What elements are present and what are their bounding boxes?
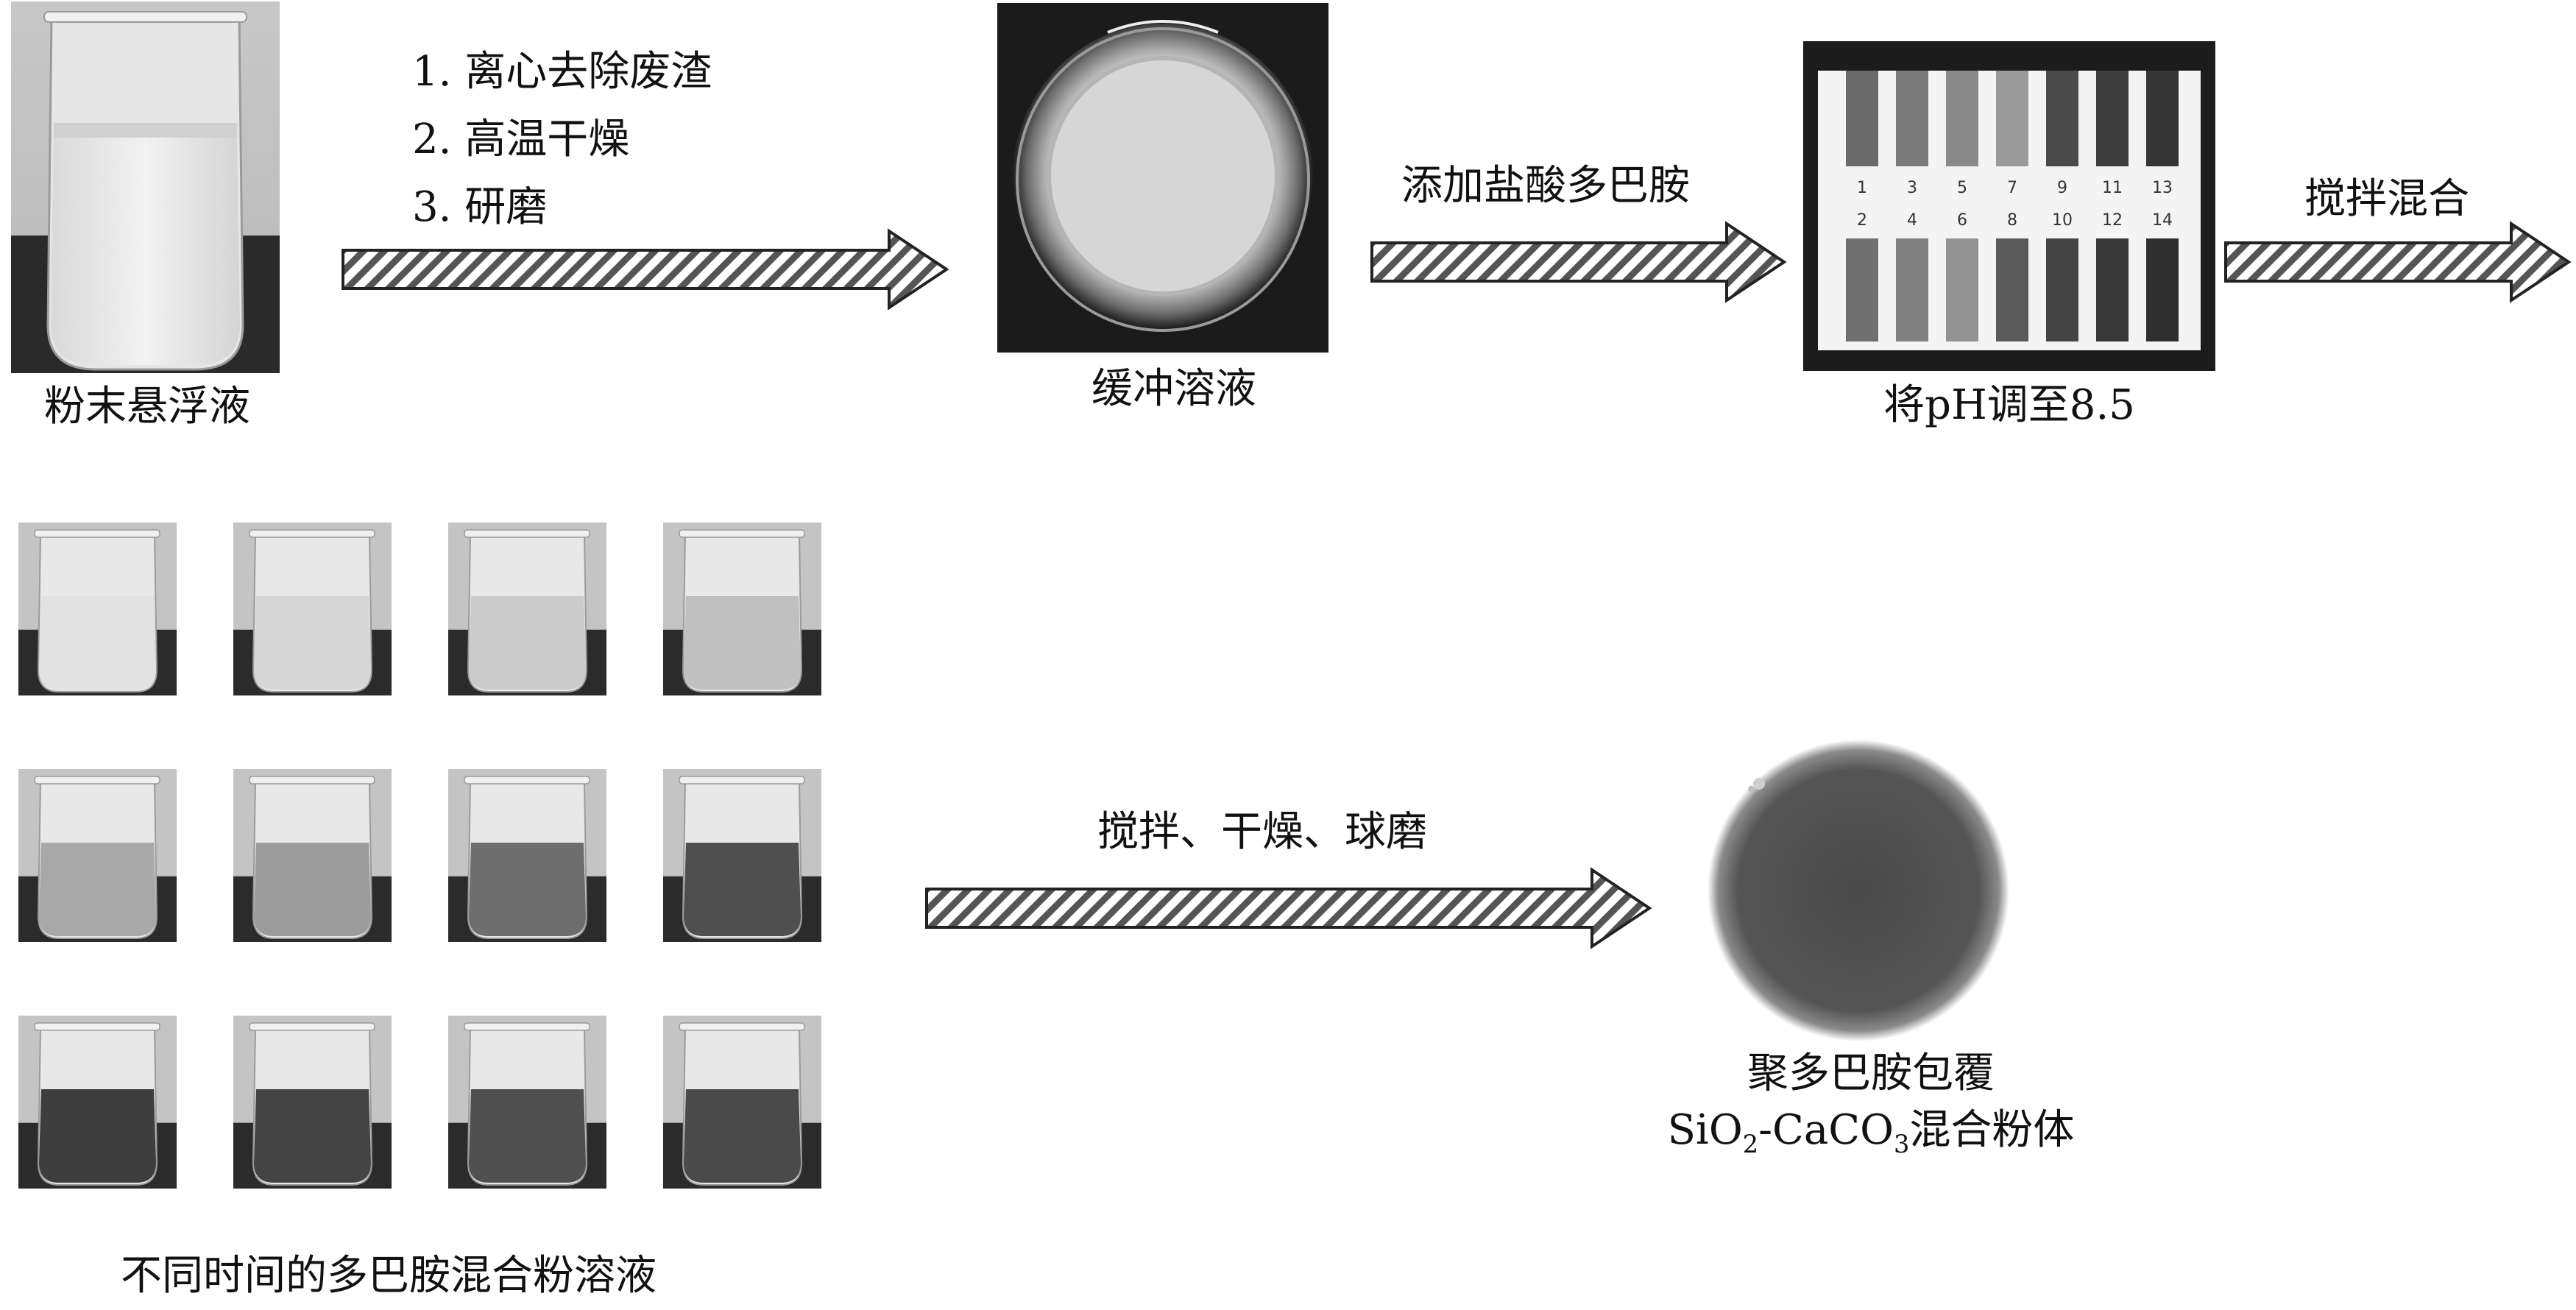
formula-caco: -CaCO: [1758, 1106, 1894, 1154]
beaker-photo: [233, 769, 392, 942]
product-label-line1: 聚多巴胺包覆: [1747, 1049, 1995, 1097]
ph-strip-bottom: [2046, 238, 2078, 341]
step-item: 2. 高温干燥: [412, 116, 630, 163]
ph-adjust-label: 将pH调至8.5: [1883, 381, 2135, 429]
ph-strip-number: 12: [2102, 211, 2123, 230]
beaker-photo: [233, 523, 392, 695]
ph-strip-top: [1846, 71, 1878, 166]
formula-sio: SiO: [1667, 1106, 1743, 1154]
buffer-dish-photo: [997, 3, 1328, 353]
ph-strip-number: 8: [2007, 211, 2017, 230]
ph-strip-top: [1996, 71, 2028, 166]
ph-strip-top: [1946, 71, 1978, 166]
ph-strip-number: 1: [1857, 179, 1867, 197]
stir-mix-label: 搅拌混合: [2304, 175, 2469, 223]
product-formula-label: SiO2-CaCO3混合粉体: [1668, 1108, 2075, 1158]
ph-strip-number: 13: [2152, 179, 2173, 197]
formula-sub-2: 2: [1742, 1129, 1759, 1158]
arrow-add-dopamine: [1370, 221, 1787, 303]
arrow-stir-dry-mill: [925, 867, 1652, 949]
ph-strip-number: 5: [1957, 179, 1967, 197]
ph-strip-number: 6: [1957, 211, 1967, 230]
ph-strip-number: 4: [1907, 211, 1917, 230]
beaker-photo: [663, 769, 821, 942]
ph-strip-bottom: [1846, 238, 1878, 341]
ph-strip-number: 2: [1857, 211, 1867, 230]
ph-strip-number: 10: [2052, 211, 2073, 230]
beaker-photo: [448, 1016, 606, 1189]
beaker-photo: [18, 523, 177, 695]
formula-rest: 混合粉体: [1909, 1106, 2075, 1154]
beaker-photo: [233, 1016, 392, 1189]
ph-strip-bottom: [1996, 238, 2028, 341]
beaker-photo: [448, 523, 606, 695]
ph-strip-bottom: [2146, 238, 2179, 341]
time-series-beakers-grid: [18, 523, 821, 1189]
beaker-photo: [448, 769, 606, 942]
add-dopamine-label: 添加盐酸多巴胺: [1401, 162, 1690, 210]
beaker-photo: [18, 1016, 177, 1189]
beaker-photo: [18, 769, 177, 942]
ph-strip-top: [2096, 71, 2129, 166]
ph-strip-number: 11: [2102, 179, 2123, 197]
ph-strip-number: 3: [1907, 179, 1917, 197]
arrow-stir-mix: [2224, 221, 2572, 303]
step-item: 1. 离心去除废渣: [412, 48, 712, 96]
process-steps-list: 1. 离心去除废渣 2. 高温干燥 3. 研磨: [412, 38, 712, 241]
ph-strip-number: 9: [2057, 179, 2067, 197]
coated-powder-photo: [1708, 740, 2009, 1041]
ph-strip-bottom: [2096, 238, 2129, 341]
suspension-beaker-photo: [11, 1, 280, 373]
ph-strip-number: 7: [2007, 179, 2017, 197]
process-label: 搅拌、干燥、球磨: [1097, 808, 1427, 856]
step-item: 3. 研磨: [412, 183, 548, 231]
ph-strip-top: [1896, 71, 1928, 166]
suspension-label: 粉末悬浮液: [44, 383, 250, 431]
beaker-photo: [663, 523, 821, 695]
ph-strip-top: [2146, 71, 2179, 166]
ph-strip-top: [2046, 71, 2078, 166]
buffer-label: 缓冲溶液: [1091, 365, 1256, 413]
beaker-photo: [663, 1016, 821, 1189]
formula-sub-3: 3: [1894, 1129, 1910, 1158]
ph-strip-bottom: [1896, 238, 1928, 341]
ph-strip-bottom: [1946, 238, 1978, 341]
solutions-label: 不同时间的多巴胺混合粉溶液: [121, 1252, 657, 1300]
ph-strip-number: 14: [2152, 211, 2173, 230]
arrow-process: [342, 228, 949, 311]
